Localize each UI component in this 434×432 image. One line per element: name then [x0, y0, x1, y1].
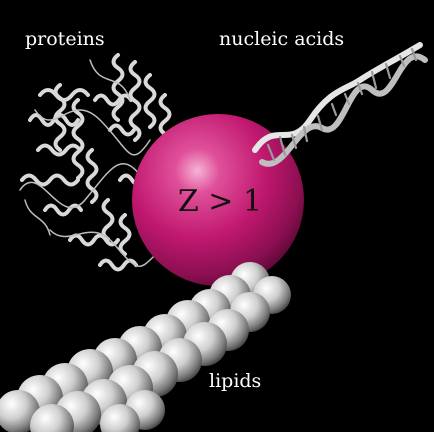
- lipids-label: lipids: [209, 370, 262, 392]
- nucleic-acid-helix: [252, 42, 428, 167]
- charge-label: Z > 1: [177, 184, 263, 219]
- protein-structure: [19, 53, 172, 272]
- proteins-label: proteins: [25, 28, 105, 50]
- charged-sphere: [132, 114, 304, 286]
- lipid-chain: [0, 262, 291, 432]
- nucleic-acids-label: nucleic acids: [219, 28, 345, 50]
